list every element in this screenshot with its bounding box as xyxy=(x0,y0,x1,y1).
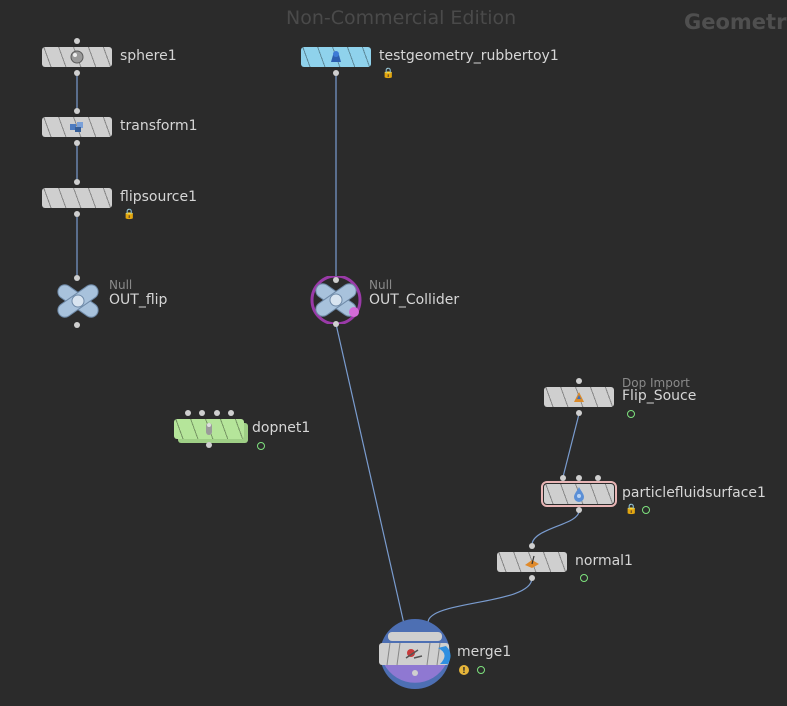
node-flip-souce[interactable]: Dop Import Flip_Souce xyxy=(544,376,696,418)
node-type: Null xyxy=(369,278,393,292)
wire-flipsouce-particlefluid xyxy=(562,413,580,478)
output-connector[interactable] xyxy=(206,442,212,448)
input-connector[interactable] xyxy=(576,475,582,481)
output-connector[interactable] xyxy=(333,321,339,327)
input-connector[interactable] xyxy=(185,410,191,416)
output-connector[interactable] xyxy=(576,507,582,513)
input-connector[interactable] xyxy=(74,179,80,185)
normal-icon xyxy=(524,554,540,570)
lock-icon: 🔒 xyxy=(123,209,136,220)
node-out-collider[interactable]: Null OUT_Collider xyxy=(310,274,459,327)
node-merge1[interactable]: merge1 ! xyxy=(378,618,511,690)
node-type: Dop Import xyxy=(622,376,690,390)
dop-import-icon xyxy=(571,389,587,405)
node-body[interactable] xyxy=(42,188,112,208)
input-connector[interactable] xyxy=(74,275,80,281)
warning-icon: ! xyxy=(459,665,469,675)
lock-icon: 🔒 xyxy=(382,68,395,79)
input-connector[interactable] xyxy=(199,410,205,416)
output-connector[interactable] xyxy=(576,410,582,416)
ok-flag-icon xyxy=(580,574,588,582)
input-connector[interactable] xyxy=(228,410,234,416)
node-dopnet1[interactable]: dopnet1 xyxy=(174,410,310,450)
node-transform1[interactable]: transform1 xyxy=(42,108,198,146)
output-connector[interactable] xyxy=(529,575,535,581)
node-label: sphere1 xyxy=(120,48,177,64)
ok-flag-icon xyxy=(627,410,635,418)
input-connector[interactable] xyxy=(595,475,601,481)
node-label: merge1 xyxy=(457,644,512,660)
input-connector[interactable] xyxy=(333,277,339,283)
node-particlefluidsurface1[interactable]: particlefluidsurface1 🔒 xyxy=(541,475,766,515)
output-connector[interactable] xyxy=(74,140,80,146)
null-icon xyxy=(310,274,362,326)
wire-outcollider-merge xyxy=(335,323,405,625)
merge-icon xyxy=(379,619,451,689)
node-label: Flip_Souce xyxy=(622,388,697,404)
node-label: particlefluidsurface1 xyxy=(622,485,766,501)
node-out-flip[interactable]: Null OUT_flip xyxy=(52,275,167,328)
null-icon xyxy=(57,284,99,318)
wire-normal-merge xyxy=(427,577,533,623)
node-flipsource1[interactable]: flipsource1 🔒 xyxy=(42,179,197,220)
output-connector[interactable] xyxy=(74,211,80,217)
particle-fluid-icon xyxy=(571,486,587,502)
ok-flag-icon xyxy=(477,666,485,674)
input-connector[interactable] xyxy=(74,108,80,114)
node-label: dopnet1 xyxy=(252,420,311,436)
input-connector[interactable] xyxy=(576,378,582,384)
watermark: Non-Commercial Edition xyxy=(286,7,517,29)
input-connector[interactable] xyxy=(214,410,220,416)
node-label: flipsource1 xyxy=(120,189,197,205)
node-label: normal1 xyxy=(575,553,633,569)
ok-flag-icon xyxy=(642,506,650,514)
lock-icon: 🔒 xyxy=(625,504,638,515)
input-connector[interactable] xyxy=(529,543,535,549)
node-label: OUT_flip xyxy=(109,292,168,308)
ok-flag-icon xyxy=(257,442,265,450)
input-connector[interactable] xyxy=(560,475,566,481)
node-testgeometry-rubbertoy1[interactable]: testgeometry_rubbertoy1 🔒 xyxy=(301,47,559,79)
output-connector[interactable] xyxy=(74,322,80,328)
node-label: testgeometry_rubbertoy1 xyxy=(379,48,559,64)
sphere-icon xyxy=(69,49,85,65)
network-context-label: Geometry xyxy=(684,10,787,34)
rubbertoy-icon xyxy=(328,49,344,65)
wire-particlefluid-normal xyxy=(531,510,580,546)
node-normal1[interactable]: normal1 xyxy=(497,543,633,582)
output-connector[interactable] xyxy=(333,70,339,76)
node-sphere1[interactable]: sphere1 xyxy=(42,38,177,76)
dopnet-icon xyxy=(201,421,217,437)
node-label: transform1 xyxy=(120,118,198,134)
node-label: OUT_Collider xyxy=(369,292,460,308)
node-type: Null xyxy=(109,278,133,292)
output-connector[interactable] xyxy=(74,70,80,76)
input-connector[interactable] xyxy=(74,38,80,44)
transform-icon xyxy=(69,119,85,135)
